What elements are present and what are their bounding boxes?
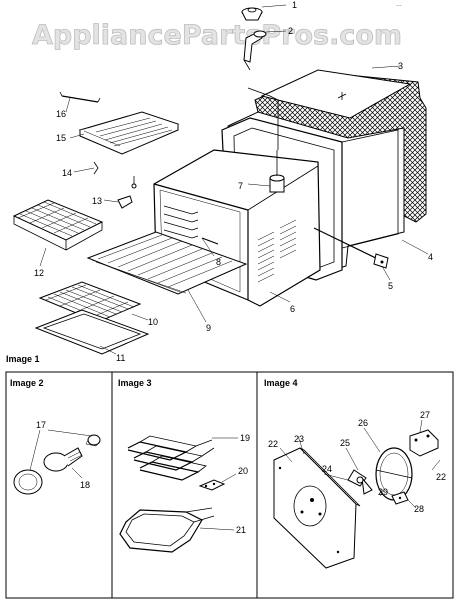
- callout-17: 17: [36, 420, 46, 430]
- callout-26: 26: [358, 418, 368, 428]
- callout-16: 16: [56, 109, 66, 119]
- image2-light-assembly: Image 2 17 18: [10, 378, 101, 495]
- vent-cap: [241, 7, 263, 21]
- bracket-13: [117, 195, 133, 209]
- callout-15: 15: [56, 133, 66, 143]
- broil-element: [127, 435, 215, 481]
- callout-22b: 22: [436, 472, 446, 482]
- corner-text: ...: [396, 1, 402, 8]
- broil-pan: [34, 309, 150, 355]
- grate: [12, 199, 104, 251]
- section-label-image4: Image 4: [264, 378, 298, 388]
- image1-oven-assembly: [12, 4, 429, 355]
- callout-29: 29: [378, 487, 388, 497]
- light-bulb: [43, 447, 83, 472]
- section-label-image1: Image 1: [6, 354, 40, 364]
- leader-lines-image1: [39, 4, 429, 355]
- section-label-image3: Image 3: [118, 378, 152, 388]
- fan-motor: [409, 429, 439, 457]
- callout-5: 5: [388, 281, 393, 291]
- callout-1: 1: [292, 0, 297, 10]
- callout-10: 10: [148, 317, 158, 327]
- callout-18: 18: [80, 480, 90, 490]
- callout-24: 24: [322, 464, 332, 474]
- vent-tube: [243, 30, 267, 71]
- callout-28: 28: [414, 504, 424, 514]
- callout-20: 20: [238, 466, 248, 476]
- callout-25: 25: [340, 438, 350, 448]
- callout-2: 2: [288, 26, 293, 36]
- subpanel-frames: [5, 371, 454, 599]
- callout-4: 4: [428, 252, 433, 262]
- image1-callouts: 1 2 3 4 5 6 7 8 9 10 11 12 13 14 15 16: [34, 0, 433, 363]
- callout-19: 19: [240, 433, 250, 443]
- oven-rack: [86, 231, 248, 295]
- callout-7: 7: [238, 181, 243, 191]
- watermark: AppliancePartsPros.com: [32, 20, 402, 51]
- callout-21: 21: [236, 525, 246, 535]
- fan-blade: [347, 469, 373, 495]
- fan-panel: [273, 447, 361, 569]
- callout-12: 12: [34, 268, 44, 278]
- callout-13: 13: [92, 196, 102, 206]
- pan-bolt: [93, 161, 137, 189]
- broiler-pan: [78, 111, 180, 155]
- section-label-image2: Image 2: [10, 378, 44, 388]
- image3-heating-elements: Image 3 19 20 21: [118, 378, 250, 553]
- terminal-block: [198, 479, 226, 491]
- bulb-socket: [85, 434, 101, 447]
- image4-convection-assembly: Image 4: [264, 378, 446, 569]
- callout-3: 3: [398, 61, 403, 71]
- rack-clip: [59, 91, 101, 103]
- callout-8: 8: [216, 257, 221, 267]
- callout-22a: 22: [268, 439, 278, 449]
- callout-11: 11: [116, 353, 125, 363]
- sensor-fitting: [247, 87, 285, 193]
- insulation-wrap: [254, 69, 427, 223]
- callout-6: 6: [290, 304, 295, 314]
- light-lens: [13, 469, 43, 495]
- bake-element: [119, 507, 215, 553]
- callout-27: 27: [420, 410, 430, 420]
- callout-23: 23: [294, 434, 304, 444]
- callout-9: 9: [206, 323, 211, 333]
- rod-bracket: [313, 227, 389, 269]
- callout-14: 14: [62, 168, 72, 178]
